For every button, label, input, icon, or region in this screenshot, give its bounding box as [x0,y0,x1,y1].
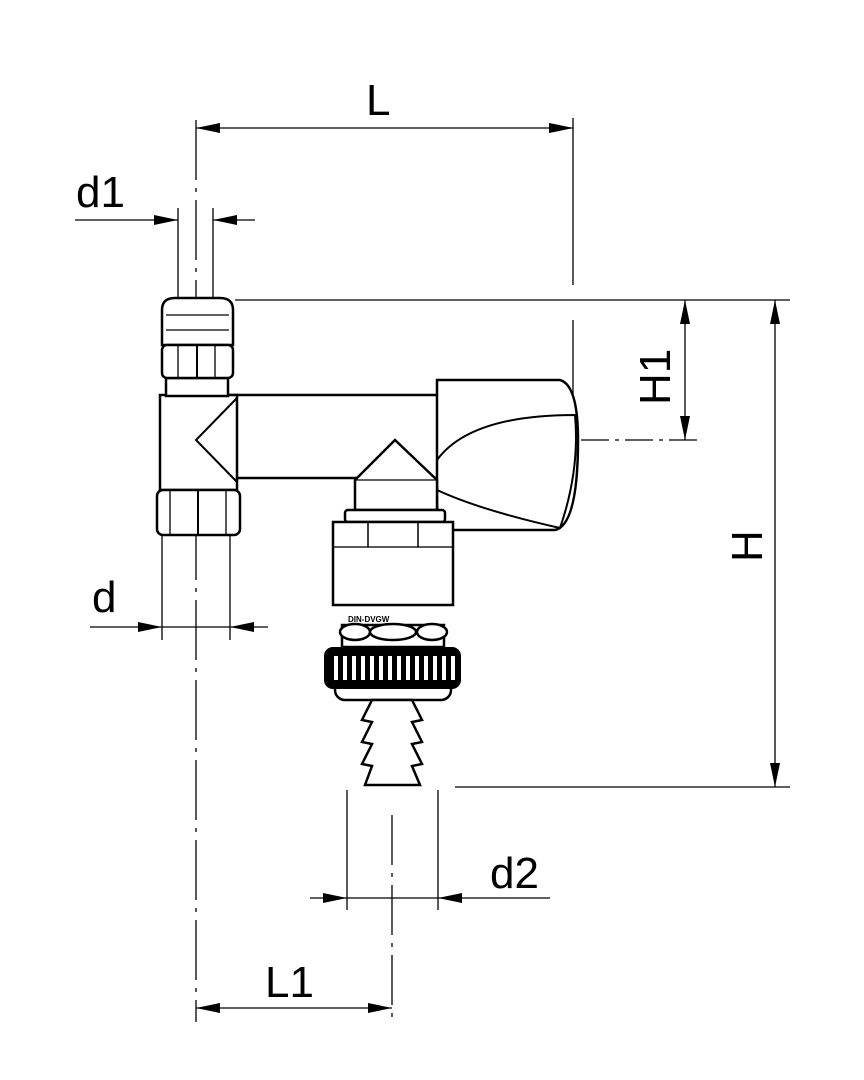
knurl-ridge [370,656,374,680]
knurl-ridge [388,656,392,680]
knurl-ridge [442,656,446,680]
knurled-nut[interactable] [324,647,461,702]
dimension-d: d [90,573,268,632]
knurl-ridge [379,656,383,680]
knurl-ridge [397,656,401,680]
dimension-H1: H1 [631,300,690,440]
label-L: L [366,76,390,125]
knurl-ridge [406,656,410,680]
valve-body: DIN-DVGW [155,296,580,787]
knurl-ridge [433,656,437,680]
seal-rings [338,622,449,649]
dimension-H: H [723,300,780,787]
label-H: H [723,530,772,562]
label-H1: H1 [631,349,680,405]
outlet-nut: DIN-DVGW [331,508,455,624]
knurl-ridge [361,656,365,680]
label-d2: d2 [490,849,539,898]
dimension-L1: L1 [196,958,392,1013]
marking-text: DIN-DVGW [348,615,390,624]
valve-handle[interactable] [435,378,580,532]
label-d: d [92,573,116,622]
label-L1: L1 [265,958,314,1007]
dimension-L: L [196,76,573,133]
dimension-d2: d2 [310,849,550,903]
knurl-ridge [451,656,455,680]
hose-barb [360,698,424,787]
knurl-ridge [343,656,347,680]
knurl-ridge [334,656,338,680]
knurl-ridge [424,656,428,680]
knurl-ridge [352,656,356,680]
top-nut [160,296,235,398]
dimension-d1: d1 [75,168,255,225]
label-d1: d1 [76,168,125,217]
knurl-ridge [415,656,419,680]
extension-lines [161,118,790,910]
bottom-nut [155,488,242,537]
